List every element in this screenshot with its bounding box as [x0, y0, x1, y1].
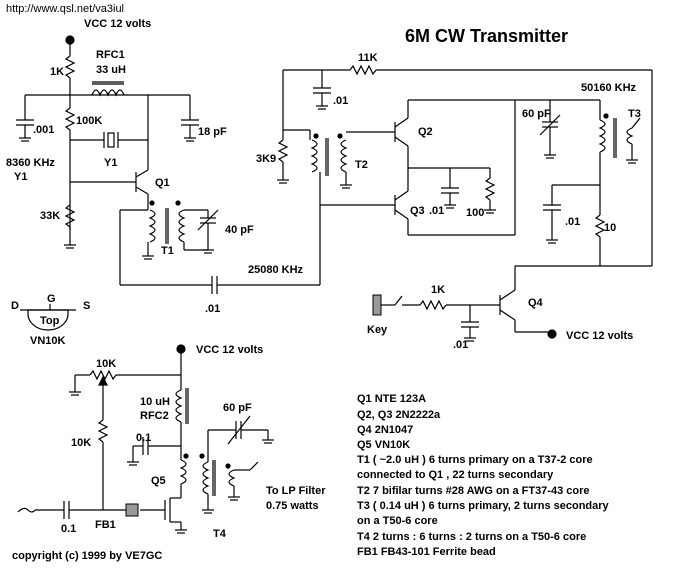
- note-line: T4 2 turns : 6 turns : 2 turns on a T50-…: [357, 531, 586, 543]
- vcc-pa-label: VCC 12 volts: [196, 344, 263, 356]
- transformer-t2: [310, 139, 318, 173]
- oscillator-section: [16, 35, 321, 294]
- c-40pf-label: 40 pF: [225, 224, 254, 236]
- vn10k-package: [27, 309, 69, 331]
- vcc-q4-label: VCC 12 volts: [566, 330, 633, 342]
- tank-t3-section: [514, 70, 653, 290]
- input-lead: [17, 507, 36, 513]
- q5-label: Q5: [151, 475, 166, 487]
- q4-label: Q4: [528, 297, 544, 309]
- y1-side-label: Y1: [14, 171, 27, 183]
- c-60pf-pa-label: 60 pF: [223, 402, 252, 414]
- vn-top-label: Top: [40, 315, 60, 327]
- c-01-q3-label: .01: [429, 205, 444, 217]
- y1-label: Y1: [104, 157, 117, 169]
- c-60pf-top-label: 60 pF: [522, 108, 551, 120]
- c-01-key-label: .01: [453, 339, 468, 351]
- inductor-rfc2: [175, 389, 183, 423]
- freq-50160-label: 50160 KHz: [581, 82, 637, 94]
- fb1-label: FB1: [95, 519, 116, 531]
- transformer-t4: [179, 459, 187, 485]
- crystal-y1: [107, 132, 115, 148]
- resistor-10: [594, 214, 606, 238]
- r-10-label: 10: [604, 222, 616, 234]
- to-filter-label: To LP Filter: [266, 485, 326, 497]
- note-line: Q1 NTE 123A: [357, 393, 426, 405]
- t3-label: T3: [628, 108, 641, 120]
- copyright-text: copyright (c) 1999 by VE7GC: [12, 550, 162, 562]
- note-line: Q2, Q3 2N2222a: [357, 409, 441, 421]
- resistor-11k: [349, 64, 377, 76]
- rfc1-value-label: 33 uH: [96, 64, 126, 76]
- key-label: Key: [367, 324, 388, 336]
- c-01-coupling-label: .01: [205, 303, 220, 315]
- r-1k-key-label: 1K: [431, 284, 445, 296]
- vcc-top-label: VCC 12 volts: [84, 18, 151, 30]
- t1-label: T1: [161, 245, 174, 257]
- rfc2-value-label: 10 uH: [140, 396, 170, 408]
- power-label: 0.75 watts: [266, 500, 319, 512]
- note-line: FB1 FB43-101 Ferrite bead: [357, 546, 496, 558]
- c-01-in-label: 0.1: [61, 523, 76, 535]
- keying-section: [372, 289, 557, 342]
- rfc2-label: RFC2: [140, 410, 169, 422]
- key-jack: [372, 294, 382, 316]
- freq-25080-label: 25080 KHz: [248, 264, 304, 276]
- transformer-t3: [598, 119, 606, 153]
- resistor-10k: [97, 419, 109, 443]
- note-line: on a T50-6 core: [357, 515, 438, 527]
- ferrite-bead-fb1: [125, 503, 139, 517]
- page-title: 6M CW Transmitter: [405, 26, 568, 46]
- url-text: http://www.qsl.net/va3iul: [6, 3, 124, 15]
- parts-list: Q1 NTE 123A Q2, Q3 2N2222a Q4 2N1047 Q5 …: [357, 393, 610, 558]
- note-line: Q4 2N1047: [357, 424, 413, 436]
- c-001-label: .001: [33, 124, 54, 136]
- vcc-terminal-q4: [547, 329, 557, 339]
- t2-label: T2: [355, 159, 368, 171]
- resistor-1k-key: [419, 299, 447, 311]
- r-33k-label: 33K: [40, 210, 60, 222]
- doubler-section: [277, 64, 652, 236]
- note-line: T2 7 bifilar turns #28 AWG on a FT37-43 …: [357, 485, 590, 497]
- vn10k-pinout: [20, 304, 76, 331]
- q1-label: Q1: [155, 177, 170, 189]
- r-10k-label: 10K: [71, 437, 91, 449]
- note-line: T3 ( 0.14 uH ) 6 turns primary, 2 turns …: [357, 500, 610, 512]
- t4-label: T4: [213, 528, 227, 540]
- resistor-1k-top: [64, 55, 76, 79]
- power-amp-section: [17, 344, 274, 534]
- resistor-100k: [64, 107, 76, 131]
- c-01-t3-label: .01: [565, 216, 580, 228]
- r-10k-pot-label: 10K: [96, 358, 116, 370]
- note-line: T1 ( ~2.0 uH ) 6 turns primary on a T37-…: [357, 454, 593, 466]
- resistor-100: [484, 177, 496, 201]
- vn10k-label: VN10K: [30, 335, 66, 347]
- vn-d-label: D: [11, 300, 19, 312]
- r-1k-top-label: 1K: [50, 66, 64, 78]
- c-18pf-label: 18 pF: [198, 126, 227, 138]
- transformer-t1: [148, 209, 156, 243]
- c-01-pa-label: 0.1: [136, 432, 151, 444]
- freq-8360-label: 8360 KHz: [6, 157, 55, 169]
- vn-g-label: G: [47, 293, 56, 305]
- c-01-top-label: .01: [333, 95, 348, 107]
- rfc1-label: RFC1: [96, 49, 125, 61]
- q3-label: Q3: [410, 205, 425, 217]
- inductor-rfc1: [91, 89, 125, 97]
- vcc-terminal-top: [65, 35, 75, 45]
- note-line: Q5 VN10K: [357, 439, 410, 451]
- r-11k-label: 11K: [358, 52, 378, 64]
- resistor-3k9: [277, 139, 289, 163]
- q2-label: Q2: [418, 126, 433, 138]
- resistor-33k: [64, 204, 76, 228]
- note-line: connected to Q1 , 22 turns secondary: [357, 469, 554, 481]
- r-3k9-label: 3K9: [256, 153, 276, 165]
- r-100-label: 100: [466, 207, 484, 219]
- vn-s-label: S: [83, 300, 90, 312]
- vcc-terminal-pa: [176, 344, 186, 354]
- r-100k-label: 100K: [76, 115, 102, 127]
- potentiometer-10k: [89, 369, 117, 381]
